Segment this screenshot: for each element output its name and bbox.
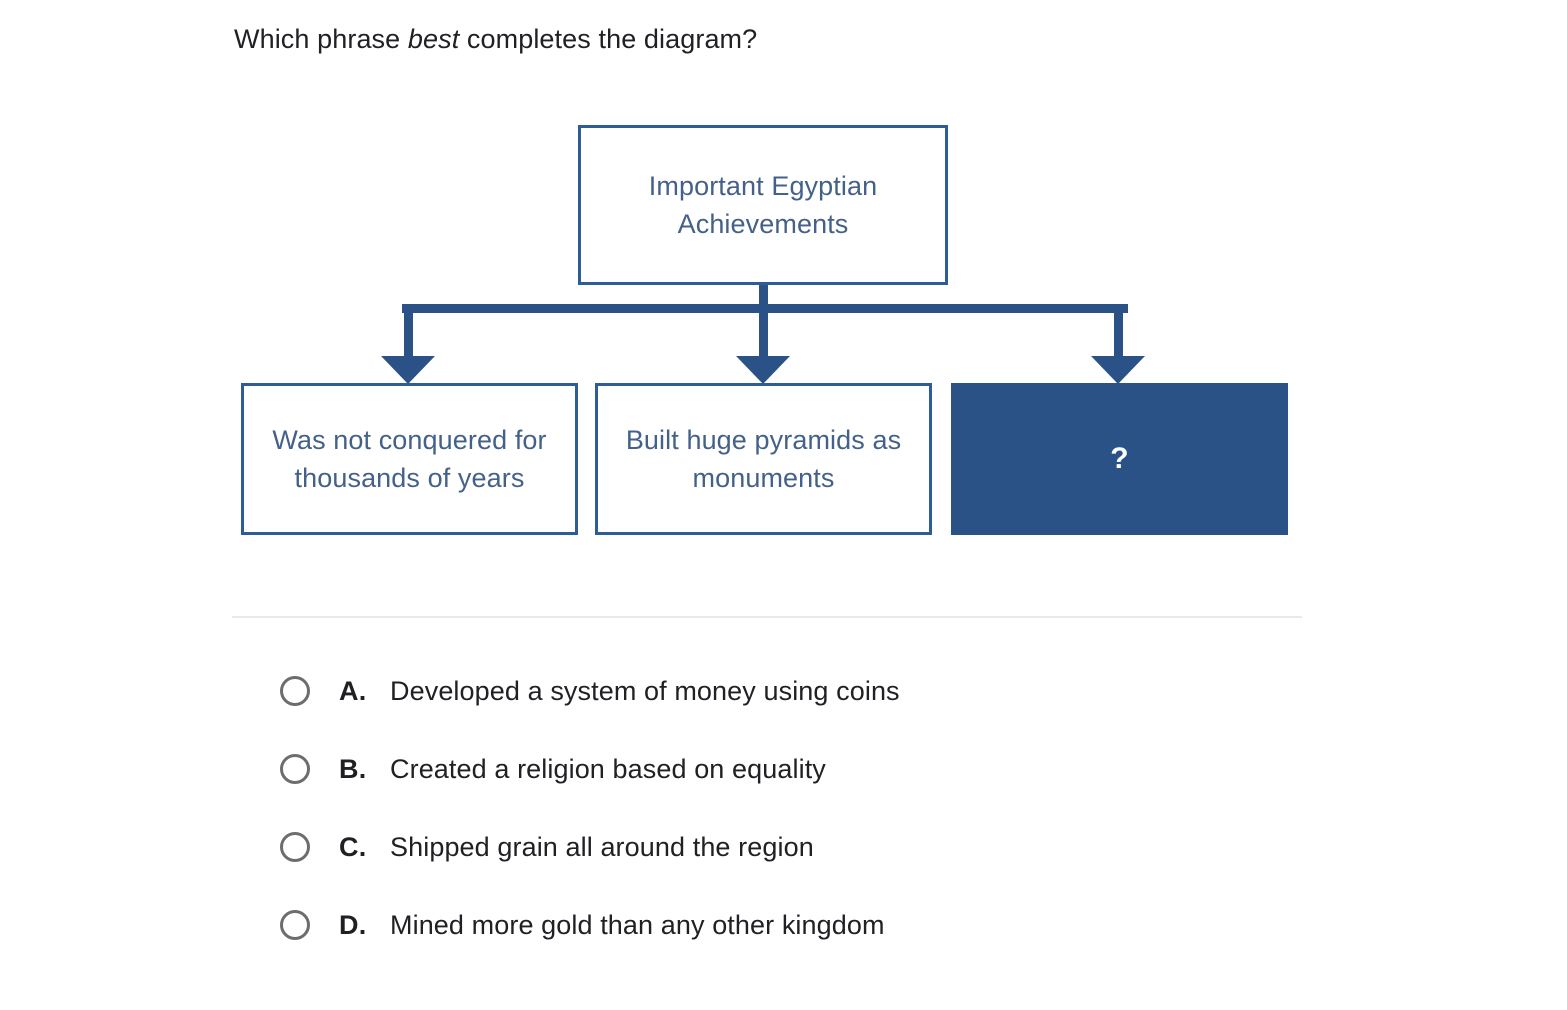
- connector-stem: [759, 285, 768, 309]
- answer-option-c[interactable]: C. Shipped grain all around the region: [0, 816, 1567, 894]
- diagram-child-node-1: Was not conquered for thousands of years: [241, 383, 578, 535]
- radio-button-c[interactable]: [280, 832, 310, 862]
- diagram-child-node-2: Built huge pyramids as monuments: [595, 383, 932, 535]
- question-mark-label: ?: [1110, 442, 1129, 475]
- arrow-down-icon-right: [1091, 356, 1145, 384]
- answer-option-a-letter: A.: [339, 676, 367, 706]
- arrow-down-icon-center: [736, 356, 790, 384]
- question-text-part-1: Which phrase: [234, 24, 408, 54]
- radio-button-d[interactable]: [280, 910, 310, 940]
- connector-drop-right: [1114, 304, 1123, 358]
- diagram-root-node: Important Egyptian Achievements: [578, 125, 948, 285]
- answer-options-list: A. Developed a system of money using coi…: [0, 660, 1567, 972]
- answer-option-c-letter: C.: [339, 832, 367, 862]
- connector-drop-center: [759, 304, 768, 358]
- diagram-child-node-2-label: Built huge pyramids as monuments: [625, 425, 902, 493]
- question-emphasis-word: best: [407, 24, 460, 54]
- radio-button-b[interactable]: [280, 754, 310, 784]
- answer-option-d-letter: D.: [339, 910, 367, 940]
- answer-option-a[interactable]: A. Developed a system of money using coi…: [0, 660, 1567, 738]
- radio-button-a[interactable]: [280, 676, 310, 706]
- answer-option-a-text: Developed a system of money using coins: [390, 676, 900, 706]
- diagram-child-node-3-unknown: ?: [951, 383, 1288, 535]
- arrow-down-icon-left: [381, 356, 435, 384]
- section-divider: [232, 616, 1302, 618]
- answer-option-b-text: Created a religion based on equality: [390, 754, 826, 784]
- diagram-root-node-label: Important Egyptian Achievements: [648, 171, 878, 239]
- answer-option-d[interactable]: D. Mined more gold than any other kingdo…: [0, 894, 1567, 972]
- answer-option-c-text: Shipped grain all around the region: [390, 832, 814, 862]
- answer-option-d-text: Mined more gold than any other kingdom: [390, 910, 885, 940]
- answer-option-b[interactable]: B. Created a religion based on equality: [0, 738, 1567, 816]
- question-text-part-2: completes the diagram?: [459, 24, 758, 54]
- question-prompt: Which phrase best completes the diagram?: [234, 20, 1334, 58]
- flowchart-diagram: Important Egyptian Achievements Was not …: [241, 125, 1288, 535]
- answer-option-b-letter: B.: [339, 754, 367, 784]
- diagram-child-node-1-label: Was not conquered for thousands of years: [272, 425, 547, 493]
- connector-drop-left: [404, 304, 413, 358]
